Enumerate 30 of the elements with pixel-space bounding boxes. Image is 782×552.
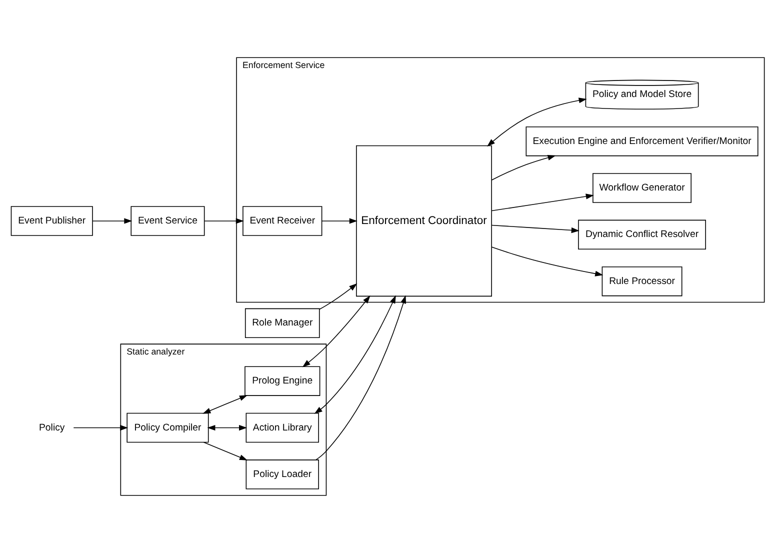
arrow [491, 224, 580, 233]
arrow [321, 218, 358, 224]
arrow [314, 294, 396, 414]
arrow [207, 424, 248, 430]
node-box: Rule Processor [602, 266, 682, 296]
node-box: Action Library [246, 412, 319, 442]
node-box: Event Service [130, 206, 205, 236]
arrow [491, 246, 604, 276]
arrow [491, 154, 556, 180]
node-box: Execution Engine and Enforcement Verifier/Monitor [526, 126, 758, 156]
node-box: Workflow Generator [592, 172, 692, 202]
node-box: Event Receiver [242, 206, 322, 236]
arrow [491, 193, 594, 211]
arrow [204, 218, 244, 224]
node-text: Policy [39, 422, 65, 433]
arrow [92, 218, 132, 224]
node-box: Role Manager [244, 308, 320, 338]
arrow [319, 282, 358, 310]
arrow [73, 424, 128, 430]
node-box: Prolog Engine [244, 366, 320, 396]
node-box: Event Publisher [10, 206, 93, 236]
arrow [203, 441, 248, 460]
node-box: Policy Loader [246, 459, 319, 489]
node-box: Enforcement Coordinator [356, 144, 492, 296]
node-box: Policy Compiler [126, 412, 209, 442]
arrow [302, 294, 370, 367]
arrow [316, 294, 406, 460]
node-box: Dynamic Conflict Resolver [578, 219, 706, 250]
arrow [487, 97, 587, 146]
arrow [202, 394, 248, 414]
